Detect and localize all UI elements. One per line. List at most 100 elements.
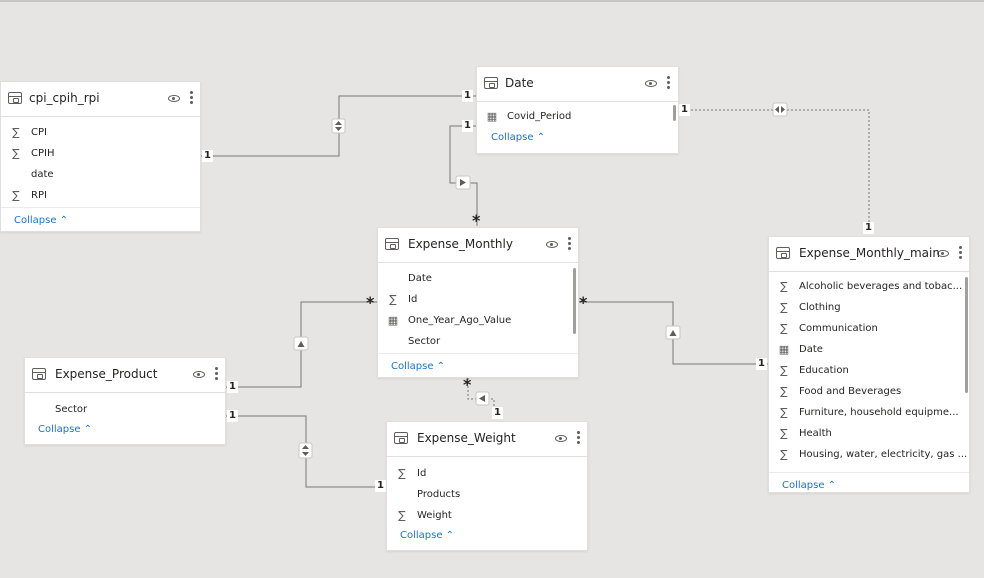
cardinality-many: *: [366, 293, 375, 312]
field-label: Weight: [417, 510, 452, 521]
card-header[interactable]: Expense_Product: [25, 358, 225, 393]
table-card-cpi[interactable]: cpi_cpih_rpi ∑CPI ∑ CPIH date ∑RPI Collap…: [0, 81, 201, 232]
rel-line-date-main: [679, 109, 870, 235]
card-header[interactable]: Expense_Monthly_main: [769, 237, 969, 272]
eye-icon[interactable]: [546, 241, 558, 248]
field-label: Id: [417, 468, 427, 479]
cardinality-one: 1: [756, 358, 767, 370]
table-icon: [32, 368, 46, 380]
field-row[interactable]: ∑Communication: [769, 319, 969, 340]
collapse-link[interactable]: Collapse ⌃: [491, 132, 546, 143]
table-icon: [484, 77, 498, 89]
cardinality-one: 1: [863, 222, 874, 234]
field-label: CPIH: [31, 148, 55, 159]
table-card-expense-monthly[interactable]: Expense_Monthly Date ∑Id ▦One_Year_Ago_V…: [377, 227, 579, 378]
collapse-link[interactable]: Collapse ⌃: [391, 361, 446, 372]
field-list: ∑CPI ∑ CPIH date ∑RPI: [1, 117, 200, 207]
collapse-area: Collapse ⌃: [25, 421, 225, 445]
field-label: Date: [408, 273, 432, 284]
collapse-link[interactable]: Collapse ⌃: [782, 480, 837, 491]
field-row[interactable]: ∑ CPIH: [1, 144, 200, 165]
sigma-icon: ∑: [780, 280, 788, 293]
collapse-area: Collapse ⌃: [378, 353, 578, 378]
table-card-expense-weight[interactable]: Expense_Weight ∑Id Products ∑ Weight Coll…: [386, 421, 588, 551]
calc-table-icon: ▦: [486, 110, 498, 123]
field-row[interactable]: Date: [378, 269, 578, 290]
more-options-icon[interactable]: [667, 76, 671, 91]
field-row[interactable]: ∑Health: [769, 424, 969, 445]
field-label: Sector: [55, 404, 88, 415]
field-list: ▦Covid_Period: [477, 102, 678, 128]
field-row[interactable]: ∑ Alcoholic beverages and tobac...: [769, 277, 969, 298]
eye-icon[interactable]: [193, 371, 205, 378]
field-list: Date ∑Id ▦One_Year_Ago_Value Sector: [378, 263, 578, 353]
card-header[interactable]: cpi_cpih_rpi: [1, 82, 200, 117]
eye-icon[interactable]: [937, 250, 949, 257]
eye-icon[interactable]: [645, 80, 657, 87]
collapse-link[interactable]: Collapse ⌃: [400, 530, 455, 541]
both-direction-icon: [331, 118, 346, 134]
collapse-link[interactable]: Collapse ⌃: [14, 215, 69, 226]
field-row[interactable]: ∑ Weight: [387, 506, 587, 527]
sigma-icon: ∑: [12, 126, 20, 139]
cardinality-many: *: [463, 375, 472, 394]
field-list: Sector: [25, 393, 225, 421]
field-row[interactable]: ∑RPI: [1, 186, 200, 207]
card-header[interactable]: Expense_Monthly: [378, 228, 578, 263]
field-label: Sector: [408, 336, 441, 347]
collapse-link[interactable]: Collapse ⌃: [38, 424, 93, 435]
cardinality-one: 1: [202, 150, 213, 162]
field-list: ∑Id Products ∑ Weight: [387, 457, 587, 527]
table-title: Expense_Weight: [417, 431, 516, 445]
field-row[interactable]: Products: [387, 485, 587, 506]
field-row[interactable]: ∑Housing, water, electricity, gas ...: [769, 445, 969, 466]
cardinality-one: 1: [227, 381, 238, 393]
field-label: Products: [417, 489, 461, 500]
field-row[interactable]: ∑ Clothing: [769, 298, 969, 319]
scrollbar[interactable]: [965, 277, 968, 393]
left-arrow-icon: [475, 391, 490, 406]
table-icon: [385, 238, 399, 250]
eye-icon[interactable]: [168, 95, 180, 102]
sigma-icon: ∑: [398, 509, 406, 522]
field-label: Alcoholic beverages and tobac...: [799, 281, 963, 292]
table-card-date[interactable]: Date ▦Covid_Period Collapse ⌃: [476, 66, 679, 154]
more-options-icon[interactable]: [215, 367, 219, 382]
both-direction-icon: [772, 102, 788, 117]
field-label: Health: [799, 428, 832, 439]
eye-icon[interactable]: [555, 435, 567, 442]
sigma-icon: ∑: [389, 293, 397, 306]
field-row[interactable]: ∑CPI: [1, 123, 200, 144]
more-options-icon[interactable]: [568, 237, 572, 252]
scrollbar[interactable]: [673, 105, 676, 121]
field-row[interactable]: ∑Furniture, household equipme...: [769, 403, 969, 424]
field-row[interactable]: Sector: [378, 332, 578, 353]
table-card-expense-product[interactable]: Expense_Product Sector Collapse ⌃: [24, 357, 226, 445]
field-label: Food and Beverages: [799, 386, 902, 397]
field-row[interactable]: ∑Id: [378, 290, 578, 311]
field-row[interactable]: ∑Id: [387, 464, 587, 485]
table-card-expense-monthly-main[interactable]: Expense_Monthly_main ∑ Alcoholic beverage…: [768, 236, 970, 493]
field-row[interactable]: ▦Covid_Period: [477, 107, 678, 128]
field-row[interactable]: ▦One_Year_Ago_Value: [378, 311, 578, 332]
rel-line-date-monthly: [449, 125, 478, 226]
scrollbar[interactable]: [573, 268, 576, 334]
more-options-icon[interactable]: [190, 91, 194, 106]
sigma-icon: ∑: [780, 301, 788, 314]
sigma-icon: ∑: [12, 147, 20, 160]
table-icon: [8, 92, 22, 104]
card-header[interactable]: Date: [477, 67, 678, 102]
more-options-icon[interactable]: [959, 246, 963, 261]
both-direction-icon: [298, 442, 313, 459]
field-row[interactable]: ▦Date: [769, 340, 969, 361]
field-row[interactable]: date: [1, 165, 200, 186]
field-row[interactable]: ∑Education: [769, 361, 969, 382]
card-header[interactable]: Expense_Weight: [387, 422, 587, 457]
field-label: Clothing: [799, 302, 841, 313]
more-options-icon[interactable]: [577, 431, 581, 446]
field-row[interactable]: Sector: [25, 400, 225, 421]
up-arrow-icon: [293, 336, 309, 351]
field-row[interactable]: ∑Food and Beverages: [769, 382, 969, 403]
